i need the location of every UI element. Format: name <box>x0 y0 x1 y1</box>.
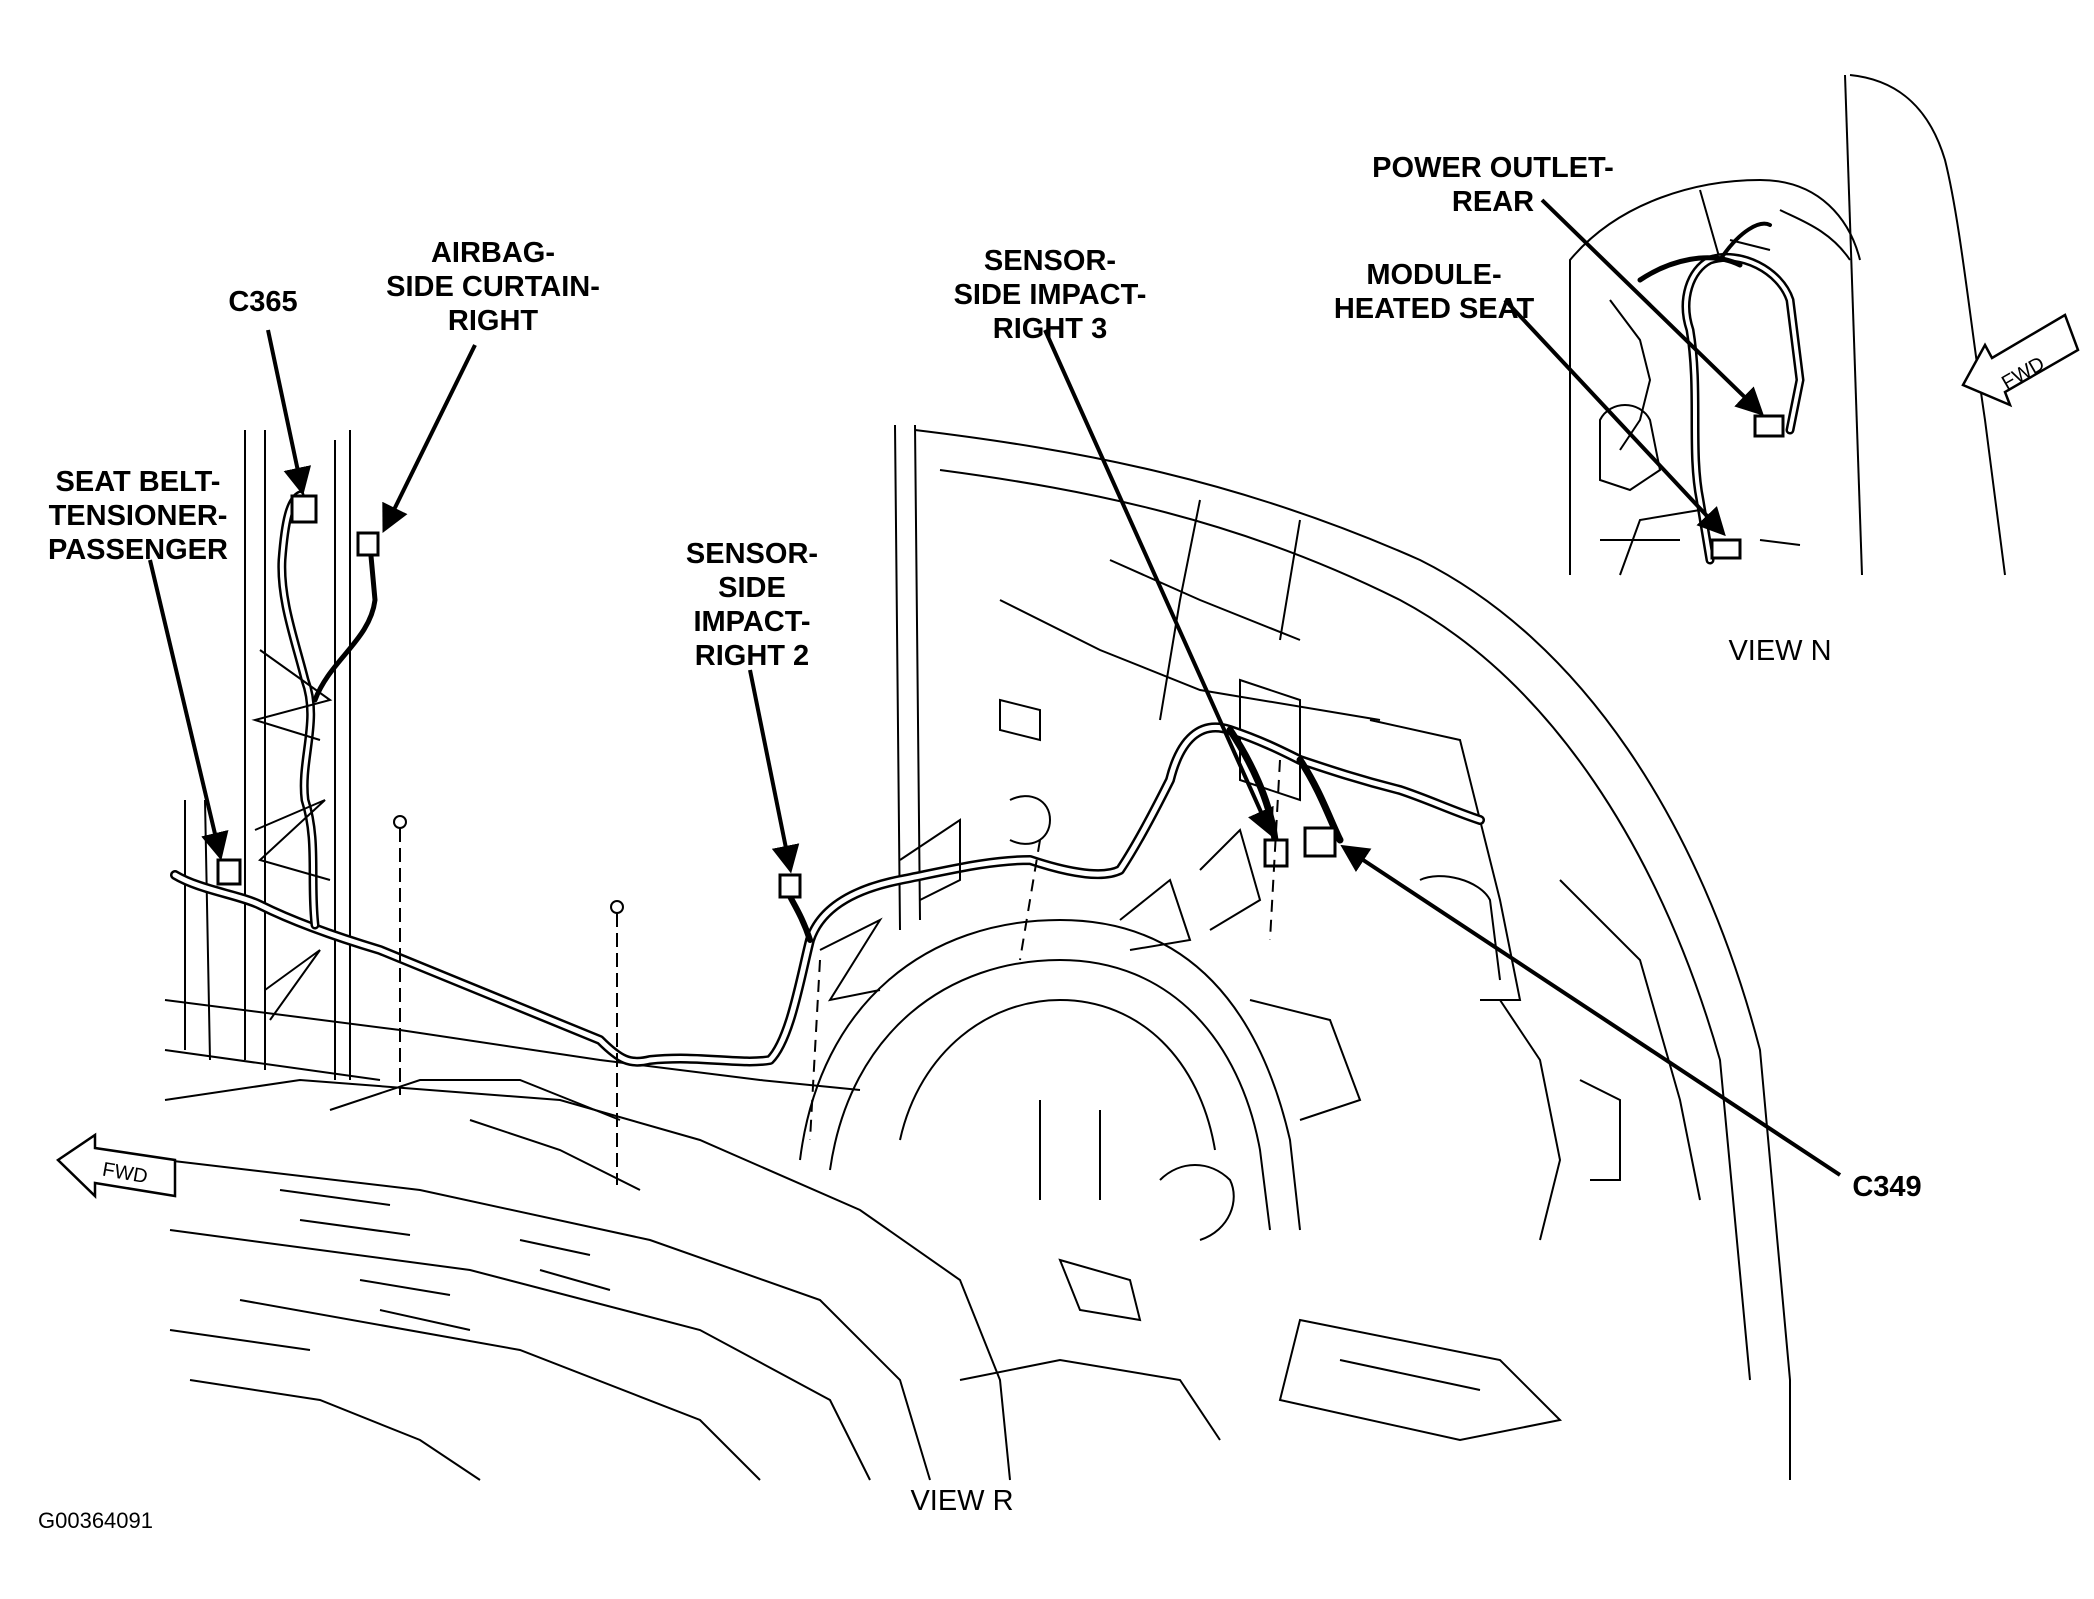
inset-wiring-harness <box>1637 221 1805 565</box>
callout-sensor-side-impact-3: SENSOR- SIDE IMPACT- RIGHT 3 <box>954 244 1147 346</box>
vehicle-body-outline <box>164 424 1791 1481</box>
callout-c349: C349 <box>1852 1171 1922 1203</box>
forward-arrow-icon: FWD <box>56 1132 177 1199</box>
callout-power-outlet-rear: POWER OUTLET- REAR <box>1372 151 1614 219</box>
harness-clips <box>251 649 1262 1021</box>
callout-line: RIGHT 3 <box>992 313 1108 345</box>
callout-line: TENSIONER- <box>48 500 228 532</box>
view-r-label: VIEW R <box>910 1485 1014 1517</box>
callout-line: AIRBAG- <box>430 237 556 269</box>
callout-line: HEATED SEAT <box>1333 293 1535 325</box>
forward-arrow-icon: FWD <box>1961 313 2080 408</box>
connector-icon <box>216 494 1337 899</box>
callout-sensor-side-impact-2: SENSOR- SIDE IMPACT- RIGHT 2 <box>686 537 818 673</box>
callout-c365: C365 <box>228 286 298 318</box>
callout-line: SENSOR- <box>685 538 819 570</box>
callout-line: SIDE IMPACT- <box>953 279 1147 311</box>
inset-connectors <box>1710 414 1785 560</box>
view-n-label: VIEW N <box>1728 635 1832 667</box>
callout-airbag-side-curtain: AIRBAG- SIDE CURTAIN- RIGHT <box>386 236 600 338</box>
callout-seat-belt-tensioner: SEAT BELT- TENSIONER- PASSENGER <box>48 465 228 567</box>
callout-line: PASSENGER <box>48 534 228 566</box>
callout-line: SIDE <box>718 572 786 604</box>
callout-line: RIGHT 2 <box>694 640 810 672</box>
callout-line: RIGHT <box>447 305 539 337</box>
callout-line: SEAT BELT- <box>55 466 221 498</box>
callout-line: IMPACT- <box>693 606 811 638</box>
wiring-harness <box>170 490 1485 1067</box>
inset-view-outline <box>1569 74 2006 576</box>
fastener-icon <box>393 815 624 1185</box>
callout-line: POWER OUTLET- <box>1372 152 1614 184</box>
figure-id: G00364091 <box>38 1508 153 1533</box>
leader-arrows <box>148 198 1842 1177</box>
callout-line: SIDE CURTAIN- <box>386 271 600 303</box>
callout-module-heated-seat: MODULE- HEATED SEAT <box>1334 258 1534 326</box>
callout-line: REAR <box>1451 186 1535 218</box>
callout-line: MODULE- <box>1366 259 1502 291</box>
dashed-reference-lines <box>809 759 1281 1141</box>
callout-line: SENSOR- <box>983 245 1117 277</box>
